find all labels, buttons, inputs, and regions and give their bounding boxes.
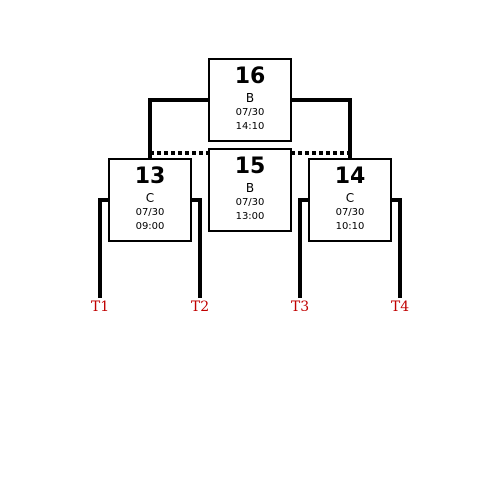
- match-number: 14: [334, 164, 366, 189]
- connector-13-to-16: [148, 98, 209, 158]
- match-15-box[interactable]: 15 B 07/30 13:00: [208, 148, 292, 232]
- match-13-box[interactable]: 13 C 07/30 09:00: [108, 158, 192, 242]
- leg-t2: [191, 198, 202, 298]
- match-time: 09:00: [135, 221, 165, 232]
- match-date: 07/30: [135, 207, 165, 218]
- match-court: B: [245, 181, 255, 195]
- match-time: 13:00: [235, 211, 265, 222]
- match-time: 14:10: [235, 121, 265, 132]
- match-time: 10:10: [335, 221, 365, 232]
- match-16-box[interactable]: 16 B 07/30 14:10: [208, 58, 292, 142]
- match-number: 16: [234, 64, 266, 89]
- match-court: C: [145, 191, 155, 205]
- team-label-t2: T2: [190, 299, 210, 315]
- match-date: 07/30: [235, 197, 265, 208]
- match-date: 07/30: [235, 107, 265, 118]
- match-number: 15: [234, 154, 266, 179]
- leg-t4: [391, 198, 402, 298]
- match-date: 07/30: [335, 207, 365, 218]
- team-label-t4: T4: [390, 299, 410, 315]
- match-14-box[interactable]: 14 C 07/30 10:10: [308, 158, 392, 242]
- connector-14-to-16: [291, 98, 352, 158]
- team-label-t3: T3: [290, 299, 310, 315]
- leg-t1: [98, 198, 109, 298]
- match-court: B: [245, 91, 255, 105]
- match-court: C: [345, 191, 355, 205]
- leg-t3: [298, 198, 309, 298]
- team-label-t1: T1: [90, 299, 110, 315]
- match-number: 13: [134, 164, 166, 189]
